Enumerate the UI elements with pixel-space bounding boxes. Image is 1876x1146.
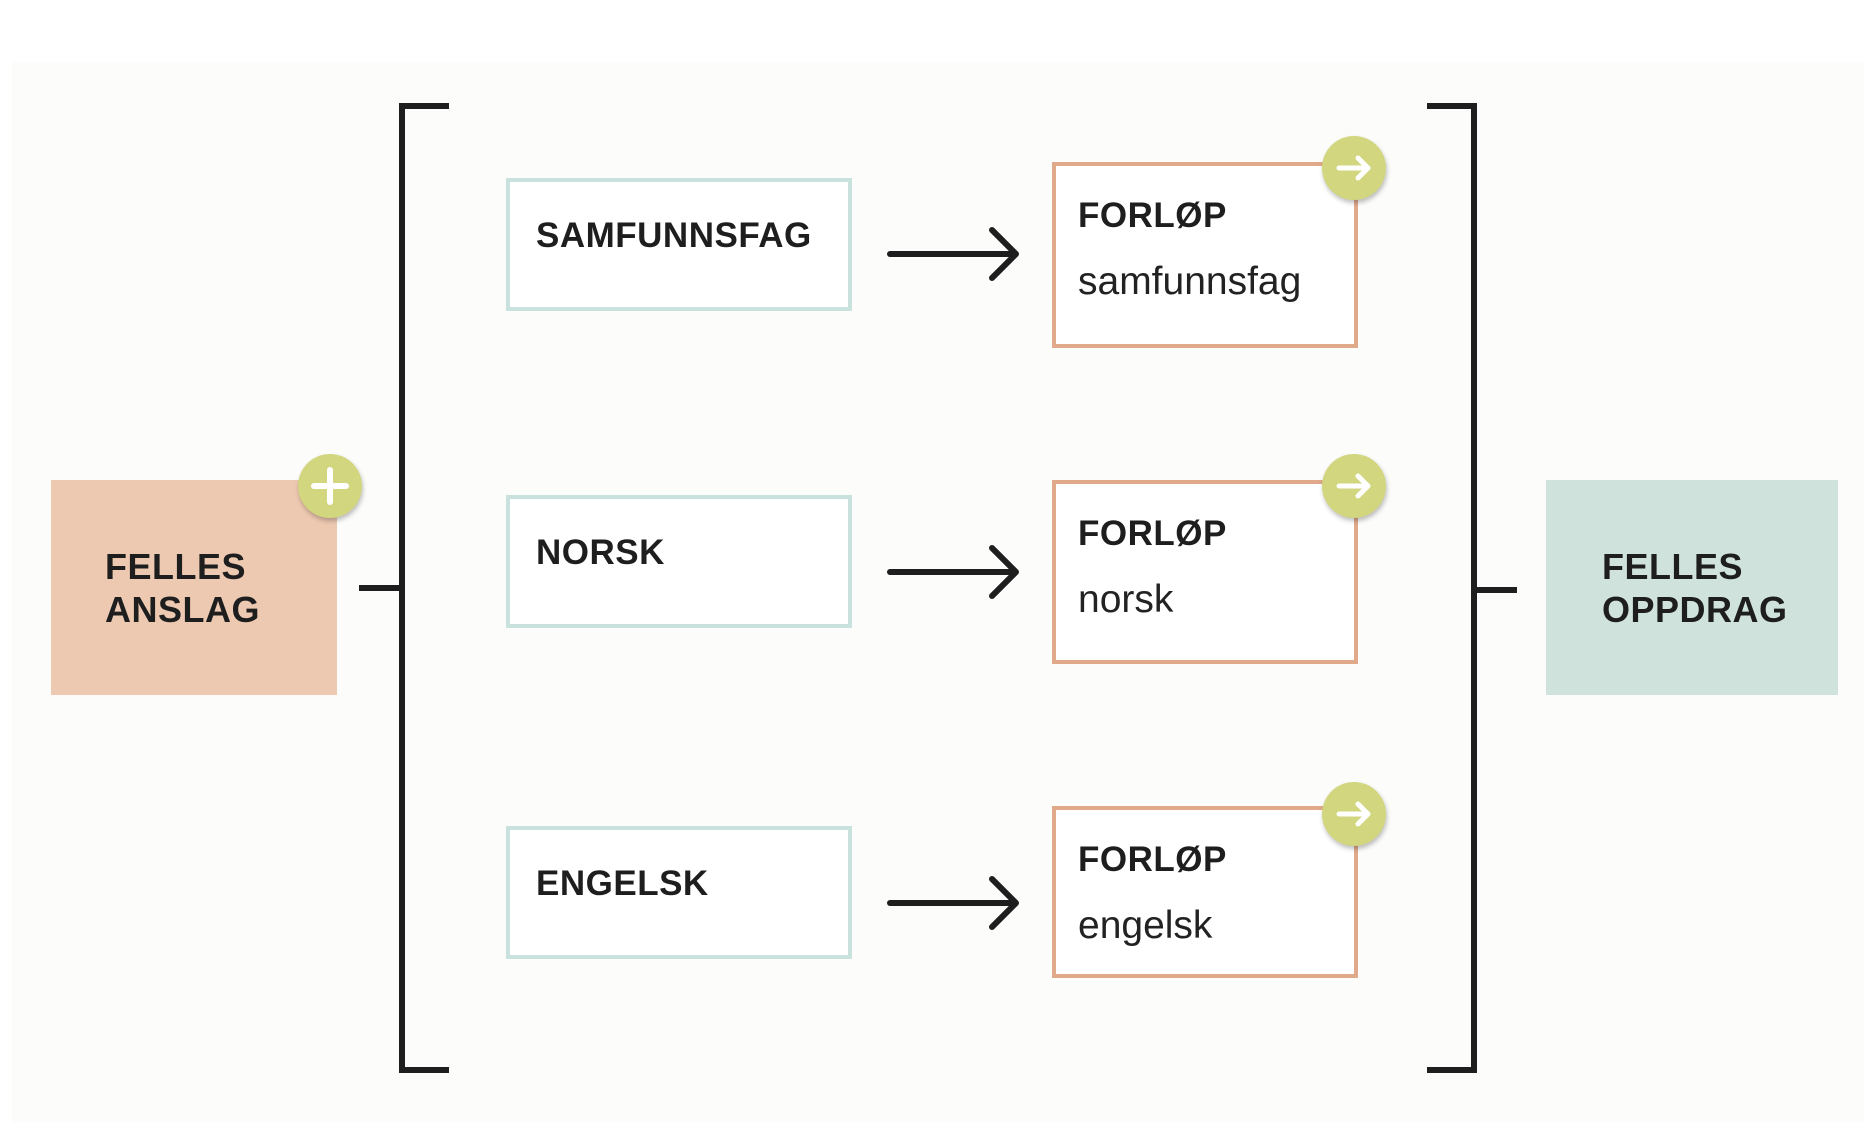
subject-box-engelsk: ENGELSK — [506, 826, 852, 959]
felles-anslag-line1: FELLES — [105, 545, 247, 587]
forlop-title: FORLØP — [1078, 840, 1227, 879]
left-bracket — [399, 103, 449, 1073]
felles-oppdrag-line1: FELLES — [1602, 545, 1744, 587]
arrow-right-icon — [1322, 454, 1386, 518]
forlop-box-norsk: FORLØP norsk — [1052, 480, 1358, 664]
felles-anslag-line2: ANSLAG — [105, 588, 260, 630]
subject-label: NORSK — [536, 533, 665, 572]
forlop-title: FORLØP — [1078, 514, 1227, 553]
felles-anslag-box: FELLES ANSLAG — [51, 480, 337, 695]
forlop-subject: engelsk — [1078, 904, 1213, 947]
arrow-right-icon — [1322, 782, 1386, 846]
arrow-engelsk — [887, 876, 1019, 930]
subject-label: SAMFUNNSFAG — [536, 216, 812, 255]
forlop-box-samfunnsfag: FORLØP samfunnsfag — [1052, 162, 1358, 348]
forlop-box-engelsk: FORLØP engelsk — [1052, 806, 1358, 978]
right-bracket — [1427, 103, 1477, 1073]
subject-box-norsk: NORSK — [506, 495, 852, 628]
felles-oppdrag-box: FELLES OPPDRAG — [1546, 480, 1838, 695]
plus-icon — [298, 454, 362, 518]
subject-label: ENGELSK — [536, 864, 709, 903]
arrow-samfunnsfag — [887, 227, 1019, 281]
forlop-subject: samfunnsfag — [1078, 260, 1302, 303]
forlop-subject: norsk — [1078, 578, 1174, 621]
forlop-title: FORLØP — [1078, 196, 1227, 235]
arrow-norsk — [887, 545, 1019, 599]
felles-oppdrag-line2: OPPDRAG — [1602, 588, 1788, 630]
subject-box-samfunnsfag: SAMFUNNSFAG — [506, 178, 852, 311]
arrow-right-icon — [1322, 136, 1386, 200]
